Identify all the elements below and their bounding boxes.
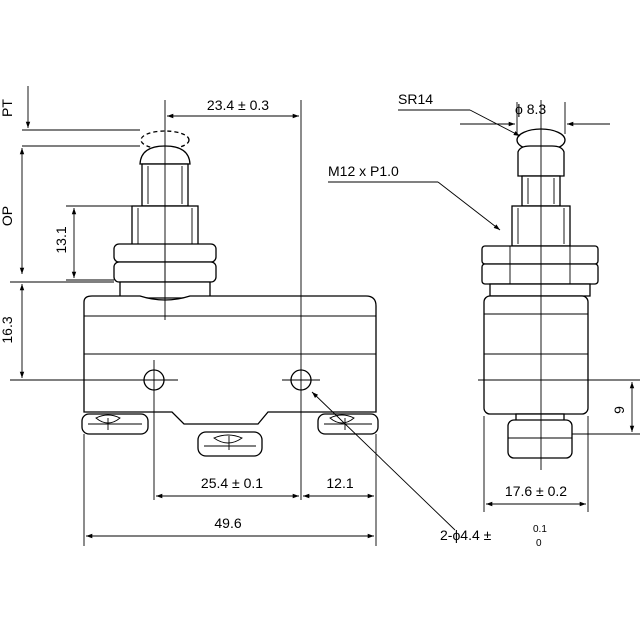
body-height-label: 16.3 xyxy=(0,316,15,343)
side-nut-lower xyxy=(481,263,599,285)
hole-edge-label: 12.1 xyxy=(326,475,353,491)
tolerance-lower: 0 xyxy=(536,538,542,549)
mount-holes-label: 2-ϕ4.4 ± xyxy=(440,527,492,543)
terminal-left xyxy=(81,413,149,435)
op-label: OP xyxy=(0,206,15,226)
plunger-pretravel-outline xyxy=(140,130,190,150)
terminal-right xyxy=(317,413,379,435)
plunger-diameter-label: ϕ 8.3 xyxy=(515,101,546,117)
thread-label: M12 x P1.0 xyxy=(328,163,399,179)
hole-spacing-label: 25.4 ± 0.1 xyxy=(201,475,263,491)
side-nut-upper xyxy=(481,245,599,265)
plunger-offset-label: 23.4 ± 0.3 xyxy=(207,97,269,113)
tolerance-upper: 0.1 xyxy=(533,524,547,535)
op-height-label: 13.1 xyxy=(53,226,69,253)
side-hole-height-label: 9 xyxy=(611,406,627,414)
switch-body xyxy=(83,295,377,425)
sphere-radius-label: SR14 xyxy=(398,91,433,107)
terminal-center xyxy=(197,431,263,457)
body-width-label: 17.6 ± 0.2 xyxy=(505,483,567,499)
side-terminal xyxy=(507,419,573,459)
pt-label: PT xyxy=(0,99,15,117)
side-dimensions: SR14 ϕ 8.3 M12 x P1.0 9 17.6 ± 0.2 xyxy=(328,91,640,512)
overall-length-label: 49.6 xyxy=(214,515,241,531)
side-view xyxy=(478,100,640,470)
front-dimensions: PT OP 13.1 16.3 23.4 ± 0.3 25.4 ± 0.1 12… xyxy=(0,86,547,549)
front-view xyxy=(81,100,379,500)
